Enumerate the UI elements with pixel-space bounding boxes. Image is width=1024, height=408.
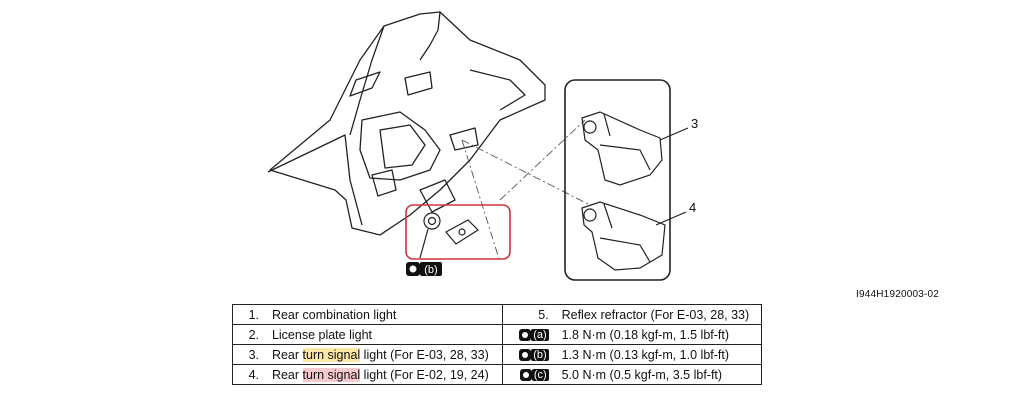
legend-item-number: 3. [232, 344, 261, 365]
legend-symbol: (b) [501, 344, 551, 365]
legend-item-number: 4. [232, 364, 261, 385]
legend-row: 3. Rear turn signal light (For E-03, 28,… [232, 344, 762, 365]
legend-value: 1.8 N·m (0.18 kgf-m, 1.5 lbf-ft) [550, 324, 762, 345]
callout-3: 3 [691, 116, 698, 131]
legend-item-number: 2. [232, 324, 261, 345]
legend-item-text: License plate light [261, 324, 503, 345]
legend-symbol: (a) [501, 324, 551, 345]
exploded-view-drawing: (b) 3 4 [267, 11, 698, 281]
legend-item-text: Rear combination light [261, 304, 503, 325]
legend-value: 5.0 N·m (0.5 kgf-m, 3.5 lbf-ft) [550, 364, 762, 385]
torque-wrench-icon [519, 329, 532, 342]
legend-value: 1.3 N·m (0.13 kgf-m, 1.0 lbf-ft) [550, 344, 762, 365]
torque-letter-badge: (b) [531, 349, 549, 362]
legend-value: Reflex refractor (For E-03, 28, 33) [550, 304, 762, 325]
torque-wrench-icon [519, 349, 532, 362]
highlight-box [405, 204, 511, 260]
legend-row: 4. Rear turn signal light (For E-02, 19,… [232, 364, 762, 385]
legend-item-text: Rear turn signal light (For E-02, 19, 24… [261, 364, 503, 385]
torque-wrench-icon [519, 369, 532, 382]
torque-letter-badge: (a) [531, 329, 549, 342]
highlighted-term: turn signal [302, 367, 361, 382]
plate [445, 219, 479, 245]
drawing-id-label: I944H1920003-02 [856, 289, 940, 300]
nut [423, 212, 441, 230]
torque-letter-badge: (c) [531, 369, 549, 382]
inset-box [564, 79, 671, 281]
legend-row: 2. License plate light (a) 1.8 N·m (0.18 … [232, 324, 762, 345]
legend-item-text: Rear turn signal light (For E-03, 28, 33… [261, 344, 503, 365]
turn-signal-3 [581, 111, 663, 186]
svg-text:(b): (b) [424, 264, 437, 276]
legend-symbol: 5. [501, 304, 551, 325]
callout-4: 4 [689, 200, 696, 215]
torque-marker-b: (b) [406, 262, 442, 276]
rear-fender-outline [269, 11, 546, 236]
legend-item-number: 1. [232, 304, 261, 325]
turn-signal-4 [581, 201, 666, 271]
legend-symbol: (c) [501, 364, 551, 385]
highlighted-term: turn signal [302, 347, 361, 362]
